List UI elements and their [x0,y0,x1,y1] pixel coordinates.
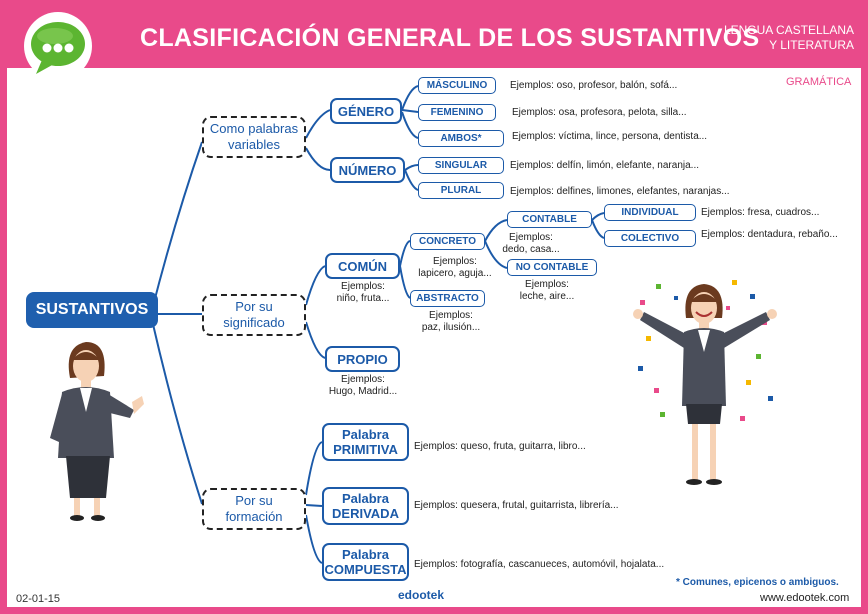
example-primitiva: Ejemplos: queso, fruta, guitarra, libro.… [414,441,586,452]
node-concreto: CONCRETO [410,233,485,250]
date-label: 02-01-15 [16,593,61,605]
node-numero: NÚMERO [330,157,405,183]
node-derivada: Palabra DERIVADA [322,487,409,525]
example-femenino: Ejemplos: osa, profesora, pelota, silla.… [512,107,687,118]
example-abstracto: Ejemplos: paz, ilusión... [408,310,494,334]
example-abstracto-line2: paz, ilusión... [421,322,481,333]
node-primitiva: Palabra PRIMITIVA [322,423,409,461]
example-no-contable-line1: Ejemplos: [525,279,569,290]
brand-logo: edootek [398,588,445,602]
node-variables-line2: variables [227,137,281,152]
example-contable-line2: dedo, casa... [502,244,560,255]
example-masculino: Ejemplos: oso, profesor, balón, sofá... [510,80,678,91]
example-propio: Ejemplos: Hugo, Madrid... [322,374,404,398]
node-individual: INDIVIDUAL [604,204,696,221]
node-comun: COMÚN [325,253,400,279]
node-plural: PLURAL [418,182,504,199]
example-concreto-line1: Ejemplos: [433,256,477,267]
example-derivada: Ejemplos: quesera, frutal, guitarrista, … [414,500,619,511]
node-sustantivos: SUSTANTIVOS [26,292,158,328]
section-label: GRAMÁTICA [786,76,852,88]
example-singular: Ejemplos: delfín, limón, elefante, naran… [510,160,699,171]
example-no-contable-line2: leche, aire... [519,291,575,302]
example-comun: Ejemplos: niño, fruta... [322,281,404,305]
example-contable: Ejemplos: dedo, casa... [494,232,568,256]
example-comun-line2: niño, fruta... [336,293,390,304]
example-concreto-line2: lapicero, aguja... [418,268,492,279]
example-propio-line1: Ejemplos: [341,374,385,385]
page-title: CLASIFICACIÓN GENERAL DE LOS SUSTANTIVOS [140,24,760,52]
node-masculino: MÁSCULINO [418,77,496,94]
node-variables: Como palabras variables [202,116,306,158]
node-variables-line1: Como palabras [209,121,299,136]
node-formacion-line1: Por su [235,493,273,508]
node-formacion-line2: formación [225,509,283,524]
node-propio: PROPIO [325,346,400,372]
node-significado-line1: Por su [235,299,273,314]
example-comun-line1: Ejemplos: [341,281,385,292]
node-colectivo: COLECTIVO [604,230,696,247]
node-derivada-line1: Palabra [342,491,389,506]
example-plural: Ejemplos: delfines, limones, elefantes, … [510,186,730,197]
subject-line-1: LENGUA CASTELLANA [723,23,854,37]
chat-bubble-logo-icon [24,12,92,80]
example-ambos: Ejemplos: víctima, lince, persona, denti… [512,131,708,142]
teacher-illustration [50,342,144,521]
node-compuesta-line1: Palabra [342,547,389,562]
example-individual: Ejemplos: fresa, cuadros... [701,207,820,218]
example-colectivo: Ejemplos: dentadura, rebaño... [701,229,838,240]
node-derivada-line2: DERIVADA [332,506,399,521]
subject-label: LENGUA CASTELLANA Y LITERATURA [724,23,854,53]
node-contable: CONTABLE [507,211,592,228]
example-contable-line1: Ejemplos: [509,232,553,243]
footnote: * Comunes, epicenos o ambiguos. [676,577,839,588]
example-abstracto-line1: Ejemplos: [429,310,473,321]
example-compuesta: Ejemplos: fotografía, cascanueces, autom… [414,559,665,570]
node-genero: GÉNERO [330,98,402,124]
example-concreto: Ejemplos: lapicero, aguja... [412,256,498,280]
node-compuesta-line2: COMPUESTA [324,562,407,577]
node-significado-line2: significado [223,315,285,330]
node-singular: SINGULAR [418,157,504,174]
node-abstracto: ABSTRACTO [410,290,485,307]
node-ambos: AMBOS* [418,130,504,147]
node-compuesta: Palabra COMPUESTA [322,543,409,581]
website-label: www.edootek.com [760,592,850,604]
subject-line-2: Y LITERATURA [769,38,854,52]
node-femenino: FEMENINO [418,104,496,121]
example-propio-line2: Hugo, Madrid... [328,386,398,397]
celebrating-woman-illustration [633,280,777,485]
node-no-contable: NO CONTABLE [507,259,597,276]
node-significado: Por su significado [202,294,306,336]
example-no-contable: Ejemplos: leche, aire... [510,279,584,303]
node-formacion: Por su formación [202,488,306,530]
node-primitiva-line2: PRIMITIVA [333,442,398,457]
node-primitiva-line1: Palabra [342,427,389,442]
